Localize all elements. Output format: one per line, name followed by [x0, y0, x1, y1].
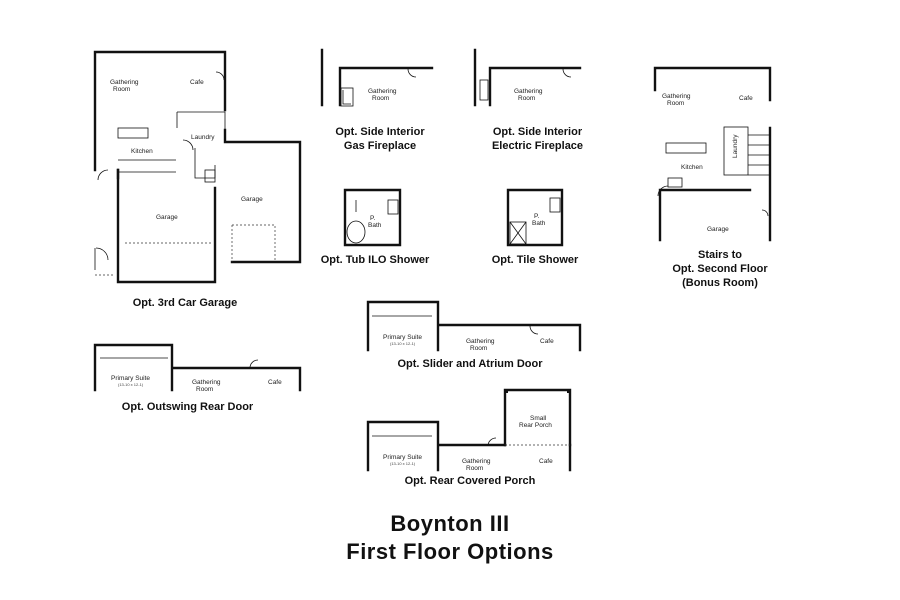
laundry-label: Laundry: [732, 134, 739, 158]
cafe-label: Cafe: [190, 79, 204, 86]
caption-3rd-car-garage: Opt. 3rd Car Garage: [132, 297, 238, 309]
caption-line: Electric Fireplace: [491, 140, 584, 152]
cafe-label: Cafe: [739, 95, 753, 102]
page-title: Boynton III First Floor Options: [0, 510, 900, 566]
plan-slider-atrium: Primary Suite (13-10 x 12-1) Gathering R…: [366, 300, 582, 352]
plan-3rd-car-garage: Gathering Room Cafe Laundry Kitchen Gara…: [93, 50, 302, 284]
bath-label: P.: [534, 213, 539, 220]
caption-slider-atrium: Opt. Slider and Atrium Door: [397, 358, 543, 370]
bath-label: P.: [370, 215, 375, 222]
cafe-label: Cafe: [539, 458, 553, 465]
primary-suite-label: Primary Suite: [383, 454, 422, 461]
garage-label: Garage: [707, 226, 729, 233]
gathering-room-label: Room: [667, 100, 684, 107]
caption-stairs-second-floor: Stairs to Opt. Second Floor (Bonus Room): [650, 248, 790, 290]
garage-label: Garage: [241, 196, 263, 203]
plan-rear-covered-porch: Primary Suite (13-10 x 12-1) Gathering R…: [366, 388, 572, 472]
title-line: Boynton III: [390, 511, 510, 536]
primary-suite-dims: (13-10 x 12-1): [390, 461, 416, 466]
caption-line: Stairs to: [697, 249, 742, 261]
kitchen-label: Kitchen: [131, 148, 153, 155]
title-line: First Floor Options: [346, 539, 554, 564]
plan-tile-shower: P. Bath: [506, 188, 564, 247]
gathering-room-label: Gathering: [462, 458, 491, 465]
caption-gas-fireplace: Opt. Side Interior Gas Fireplace: [310, 125, 450, 153]
caption-line: Gas Fireplace: [343, 140, 417, 152]
caption-line: Opt. Side Interior: [335, 126, 425, 138]
plan-tub-shower: P. Bath: [343, 188, 402, 247]
caption-line: (Bonus Room): [682, 277, 758, 289]
laundry-label: Laundry: [191, 134, 215, 141]
bath-label: Bath: [368, 222, 382, 229]
cafe-label: Cafe: [268, 379, 282, 386]
primary-suite-dims: (13-10 x 12-1): [118, 382, 144, 387]
gathering-room-label: Room: [113, 86, 130, 93]
plan-stairs-second-floor: Gathering Room Cafe Laundry Kitchen Gara…: [653, 66, 772, 242]
primary-suite-label: Primary Suite: [111, 375, 150, 382]
gathering-room-label: Room: [470, 345, 487, 352]
gathering-room-label: Room: [466, 465, 483, 472]
gathering-room-label: Gathering: [662, 93, 691, 100]
caption-outswing-door: Opt. Outswing Rear Door: [121, 401, 254, 413]
gathering-room-label: Room: [372, 95, 389, 102]
primary-suite-dims: (13-10 x 12-1): [390, 341, 416, 346]
gathering-room-label: Gathering: [110, 79, 139, 86]
plan-electric-fireplace: Gathering Room: [473, 48, 582, 107]
plan-outswing-door: Primary Suite (13-10 x 12-1) Gathering R…: [93, 343, 302, 393]
primary-suite-label: Primary Suite: [383, 334, 422, 341]
cafe-label: Cafe: [540, 338, 554, 345]
garage-label: Garage: [156, 214, 178, 221]
small-rear-porch-label: Small: [530, 415, 547, 422]
gathering-room-label: Gathering: [368, 88, 397, 95]
caption-rear-covered-porch: Opt. Rear Covered Porch: [404, 475, 536, 487]
small-rear-porch-label: Rear Porch: [519, 422, 552, 429]
plan-gas-fireplace: Gathering Room: [320, 48, 434, 107]
caption-tub-shower: Opt. Tub ILO Shower: [320, 254, 430, 266]
gathering-room-label: Gathering: [192, 379, 221, 386]
caption-line: Opt. Side Interior: [492, 126, 583, 138]
gathering-room-label: Gathering: [514, 88, 543, 95]
caption-electric-fireplace: Opt. Side Interior Electric Fireplace: [465, 125, 610, 153]
caption-line: Opt. Second Floor: [672, 263, 768, 275]
gathering-room-label: Gathering: [466, 338, 495, 345]
caption-tile-shower: Opt. Tile Shower: [491, 254, 579, 266]
bath-label: Bath: [532, 220, 546, 227]
kitchen-label: Kitchen: [681, 164, 703, 171]
gathering-room-label: Room: [518, 95, 535, 102]
gathering-room-label: Room: [196, 386, 213, 393]
